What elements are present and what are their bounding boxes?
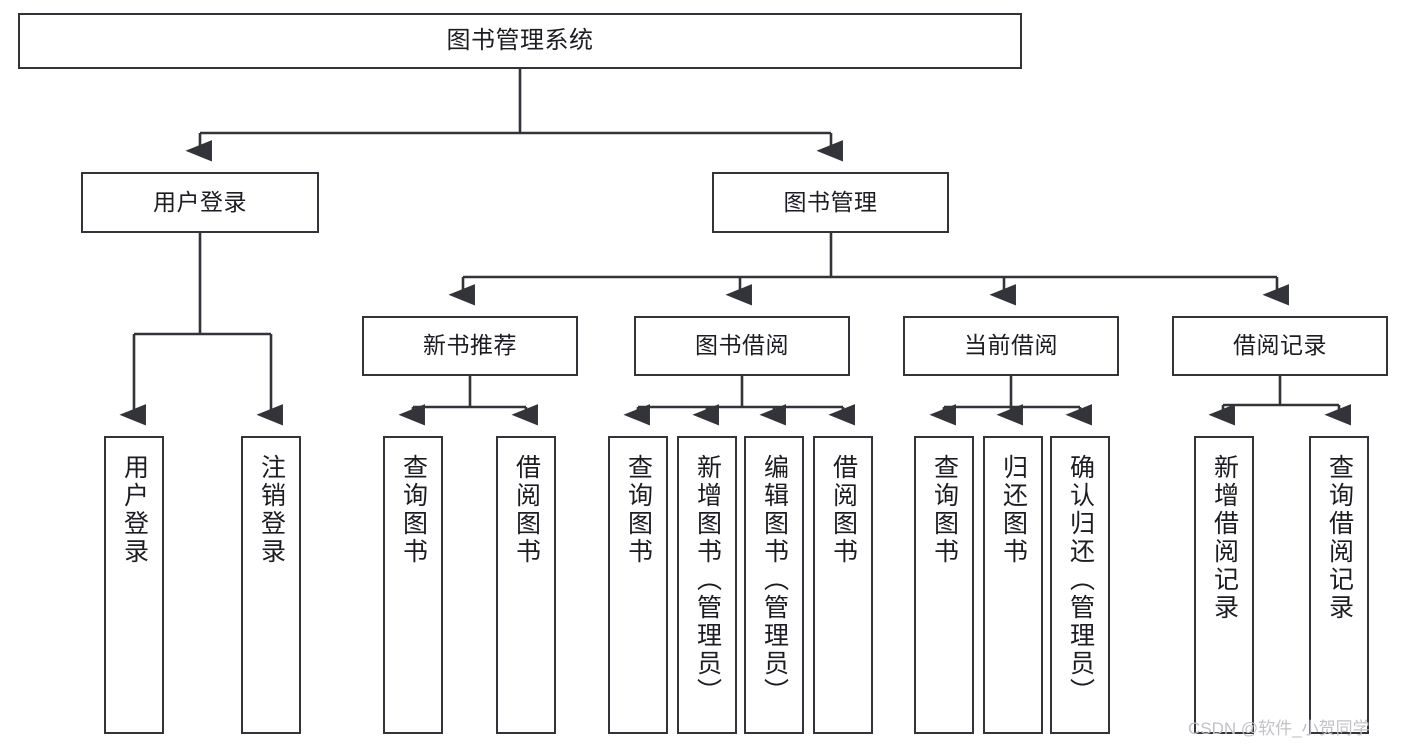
node-label: 查询图书 — [624, 454, 653, 566]
node-label: 借阅图书 — [829, 454, 858, 566]
leaf-add-record[interactable]: 新增借阅记录 — [1194, 436, 1254, 734]
leaf-user-login[interactable]: 用户登录 — [104, 436, 164, 734]
node-label: 新增图书（管理员） — [693, 454, 722, 706]
leaf-confirm-return[interactable]: 确认归还（管理员） — [1050, 436, 1110, 734]
node-label: 查询图书 — [399, 454, 428, 566]
leaf-edit-book[interactable]: 编辑图书（管理员） — [744, 436, 804, 734]
node-current-borrow[interactable]: 当前借阅 — [903, 316, 1119, 376]
node-root-system[interactable]: 图书管理系统 — [18, 13, 1022, 69]
leaf-query-book-1[interactable]: 查询图书 — [383, 436, 443, 734]
node-book-manage[interactable]: 图书管理 — [712, 172, 949, 233]
leaf-add-book[interactable]: 新增图书（管理员） — [677, 436, 737, 734]
leaf-return-book[interactable]: 归还图书 — [983, 436, 1043, 734]
node-borrow-record[interactable]: 借阅记录 — [1172, 316, 1388, 376]
leaf-borrow-book-2[interactable]: 借阅图书 — [813, 436, 873, 734]
leaf-borrow-book-1[interactable]: 借阅图书 — [496, 436, 556, 734]
node-label: 当前借阅 — [964, 332, 1058, 359]
leaf-query-record[interactable]: 查询借阅记录 — [1309, 436, 1369, 734]
node-label: 新增借阅记录 — [1210, 454, 1239, 622]
csdn-watermark: CSDN @软件_小贺同学 — [1188, 719, 1370, 738]
node-label: 编辑图书（管理员） — [760, 454, 789, 706]
node-label: 确认归还（管理员） — [1066, 454, 1095, 706]
node-label: 用户登录 — [120, 454, 149, 566]
node-book-borrow[interactable]: 图书借阅 — [634, 316, 850, 376]
node-label: 新书推荐 — [423, 332, 517, 359]
node-label: 图书管理系统 — [446, 26, 594, 54]
leaf-query-book-3[interactable]: 查询图书 — [914, 436, 974, 734]
node-label: 借阅记录 — [1233, 332, 1327, 359]
node-label: 注销登录 — [257, 454, 286, 566]
node-label: 查询图书 — [930, 454, 959, 566]
node-label: 图书管理 — [783, 188, 878, 215]
node-label: 用户登录 — [153, 188, 247, 215]
node-label: 图书借阅 — [695, 332, 789, 359]
node-label: 借阅图书 — [512, 454, 541, 566]
node-label: 归还图书 — [999, 454, 1028, 566]
leaf-logout-login[interactable]: 注销登录 — [241, 436, 301, 734]
node-user-login[interactable]: 用户登录 — [81, 172, 319, 233]
node-new-book-recommend[interactable]: 新书推荐 — [362, 316, 578, 376]
leaf-query-book-2[interactable]: 查询图书 — [608, 436, 668, 734]
node-label: 查询借阅记录 — [1325, 454, 1354, 622]
